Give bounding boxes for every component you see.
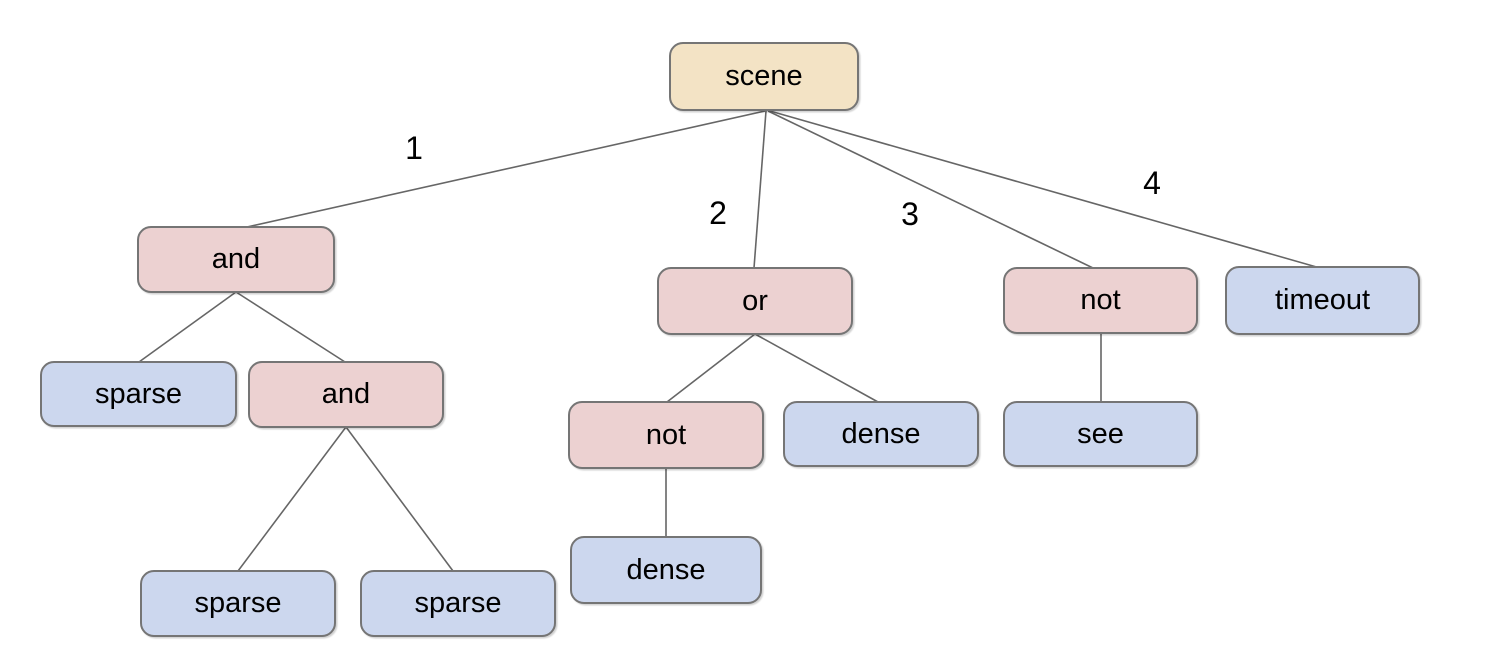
edge-label-3: 3 xyxy=(901,196,919,232)
node-or: or xyxy=(657,267,853,335)
node-sparse-2: sparse xyxy=(140,570,336,637)
edge-label-2: 2 xyxy=(709,195,727,231)
node-dense-2: dense xyxy=(570,536,762,604)
edge-and-and xyxy=(235,291,346,363)
edge-scene-or xyxy=(753,110,767,269)
edge-scene-not xyxy=(767,110,1094,269)
edge-and2-sparse3 xyxy=(345,426,454,572)
node-sparse-3: sparse xyxy=(360,570,556,637)
edge-scene-timeout xyxy=(769,110,1321,269)
node-scene: scene xyxy=(669,42,859,111)
edge-label-1: 1 xyxy=(405,130,423,166)
edge-and-sparse xyxy=(138,291,237,363)
edge-or-dense xyxy=(754,333,879,403)
node-not-1: not xyxy=(1003,267,1198,334)
node-sparse-1: sparse xyxy=(40,361,237,427)
node-not-2: not xyxy=(568,401,764,469)
edge-or-not xyxy=(666,333,756,403)
node-dense-1: dense xyxy=(783,401,979,467)
node-and-1: and xyxy=(137,226,335,293)
node-and-2: and xyxy=(248,361,444,428)
node-timeout: timeout xyxy=(1225,266,1420,335)
edge-label-4: 4 xyxy=(1143,165,1161,201)
node-see: see xyxy=(1003,401,1198,467)
edge-and2-sparse2 xyxy=(237,426,347,572)
edge-scene-and xyxy=(246,110,766,228)
